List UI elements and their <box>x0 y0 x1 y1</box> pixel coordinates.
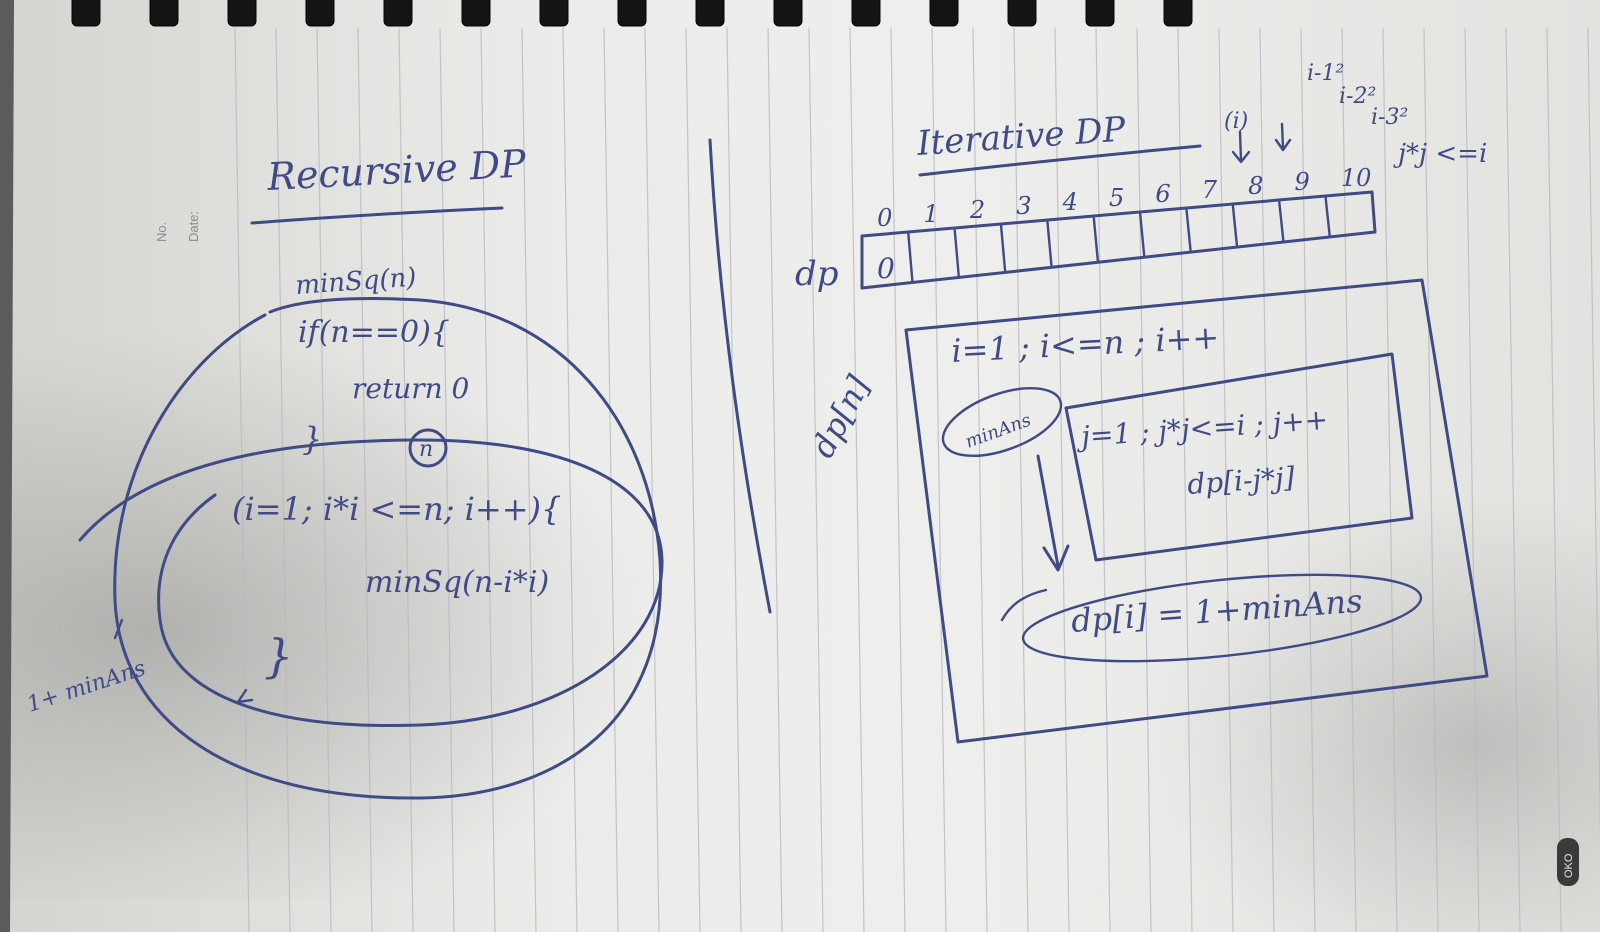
ruled-line <box>1177 27 1193 932</box>
ruled-line <box>398 27 414 932</box>
ruled-line <box>685 27 701 932</box>
dp-cell-divider <box>1185 208 1192 252</box>
square-note-1: i-1² <box>1307 61 1344 86</box>
ruled-line <box>521 27 537 932</box>
ruled-line <box>316 27 332 932</box>
spiral-ring <box>305 0 335 27</box>
inner-body: dp[i-j*j] <box>1186 461 1296 501</box>
spiral-ring <box>695 0 725 27</box>
ruled-line <box>972 27 988 932</box>
ruled-line <box>562 27 578 932</box>
ruled-line <box>1218 27 1234 932</box>
svg-text:OKO: OKO <box>1563 853 1575 878</box>
spiral-ring <box>383 0 413 27</box>
dp-array-indices: 0 1 2 3 4 5 6 7 8 9 10 <box>877 164 1371 232</box>
ruled-line <box>849 27 865 932</box>
dp-index: 5 <box>1109 184 1124 212</box>
margin-date: Date: <box>186 211 201 242</box>
outer-loop-box <box>904 278 1489 744</box>
recursive-section: Recursive DP minSq(n) if(n==0){ return 0… <box>24 141 664 800</box>
brand-mark: OKO <box>1557 838 1579 886</box>
ruled-line <box>1136 27 1152 932</box>
spiral-ring <box>227 0 257 27</box>
ruled-line <box>275 27 291 932</box>
dp-index: 3 <box>1016 192 1031 220</box>
ruled-line <box>1300 27 1316 932</box>
ruled-lines <box>234 27 1600 932</box>
spiral-ring <box>851 0 881 27</box>
square-note-2: i-2² <box>1339 84 1376 109</box>
spiral-ring <box>1163 0 1193 27</box>
recursive-close: } <box>264 629 293 683</box>
spiral-ring <box>617 0 647 27</box>
dp-cell-divider <box>1324 196 1331 237</box>
spiral-ring <box>539 0 569 27</box>
dp-index: 9 <box>1294 168 1309 196</box>
dp-index: 0 <box>877 204 892 232</box>
base-return: return 0 <box>352 372 469 405</box>
hand-shadow-left <box>0 300 850 900</box>
dp-index: 8 <box>1248 172 1263 200</box>
ruled-line <box>767 27 783 932</box>
dp-cell-divider <box>1092 216 1100 262</box>
dp-cell-divider <box>999 224 1007 272</box>
inner-recursion-loop <box>78 438 664 727</box>
base-if: if(n==0){ <box>298 315 450 350</box>
ruled-line <box>1546 27 1562 932</box>
ruled-line <box>644 27 660 932</box>
ruled-line <box>1341 27 1357 932</box>
spiral-binding <box>71 0 1193 27</box>
outer-recursion-loop <box>113 297 663 800</box>
spiral-ring <box>929 0 959 27</box>
dp-first-cell: 0 <box>877 252 895 285</box>
spiral-ring <box>1007 0 1037 27</box>
recursive-call: minSq(n-i*i) <box>365 565 549 600</box>
ruled-line <box>1423 27 1439 932</box>
ruled-line <box>1464 27 1480 932</box>
spiral-ring <box>71 0 101 27</box>
inner-loop-box <box>1064 352 1414 562</box>
ruled-line <box>480 27 496 932</box>
page-edge <box>0 0 14 932</box>
ruled-line <box>890 27 906 932</box>
dp-array-label: dp <box>795 254 839 294</box>
ruled-line <box>726 27 742 932</box>
dp-index: 4 <box>1062 188 1078 216</box>
ruled-line <box>439 27 455 932</box>
n-circle-label: n <box>419 437 433 462</box>
recursive-loop: (i=1; i*i <=n; i++){ <box>232 490 561 528</box>
ruled-line <box>357 27 373 932</box>
dp-cell-divider <box>1046 220 1053 267</box>
ruled-line <box>1382 27 1398 932</box>
dp-index: 7 <box>1202 176 1218 204</box>
ruled-line <box>808 27 824 932</box>
ruled-line <box>1054 27 1070 932</box>
dp-index: 10 <box>1341 164 1372 192</box>
dp-array-cells <box>907 196 1331 283</box>
spiral-ring <box>1085 0 1115 27</box>
spiral-ring <box>773 0 803 27</box>
page-divider <box>708 138 772 614</box>
ruled-line <box>1095 27 1111 932</box>
base-close: } <box>302 420 322 458</box>
square-note-3: i-3² <box>1371 105 1408 130</box>
ruled-line <box>931 27 947 932</box>
ruled-line <box>1259 27 1275 932</box>
dp-cell-divider <box>953 228 960 278</box>
dp-index: 6 <box>1155 180 1170 208</box>
dp-cell-divider <box>1231 204 1239 247</box>
dp-index: 2 <box>969 196 985 224</box>
dp-index: 1 <box>924 200 939 228</box>
ruled-line <box>234 27 250 932</box>
dp-cell-divider <box>1278 200 1285 242</box>
dp-cell-divider <box>1138 212 1146 257</box>
margin-no: No. <box>154 222 169 242</box>
i-marker: (i) <box>1224 109 1248 134</box>
dp-cell-divider <box>907 232 914 283</box>
ruled-line <box>1013 27 1029 932</box>
spiral-ring <box>149 0 179 27</box>
spiral-ring <box>461 0 491 27</box>
jj-note: j*j <=i <box>1393 139 1487 169</box>
ruled-line <box>1505 27 1521 932</box>
